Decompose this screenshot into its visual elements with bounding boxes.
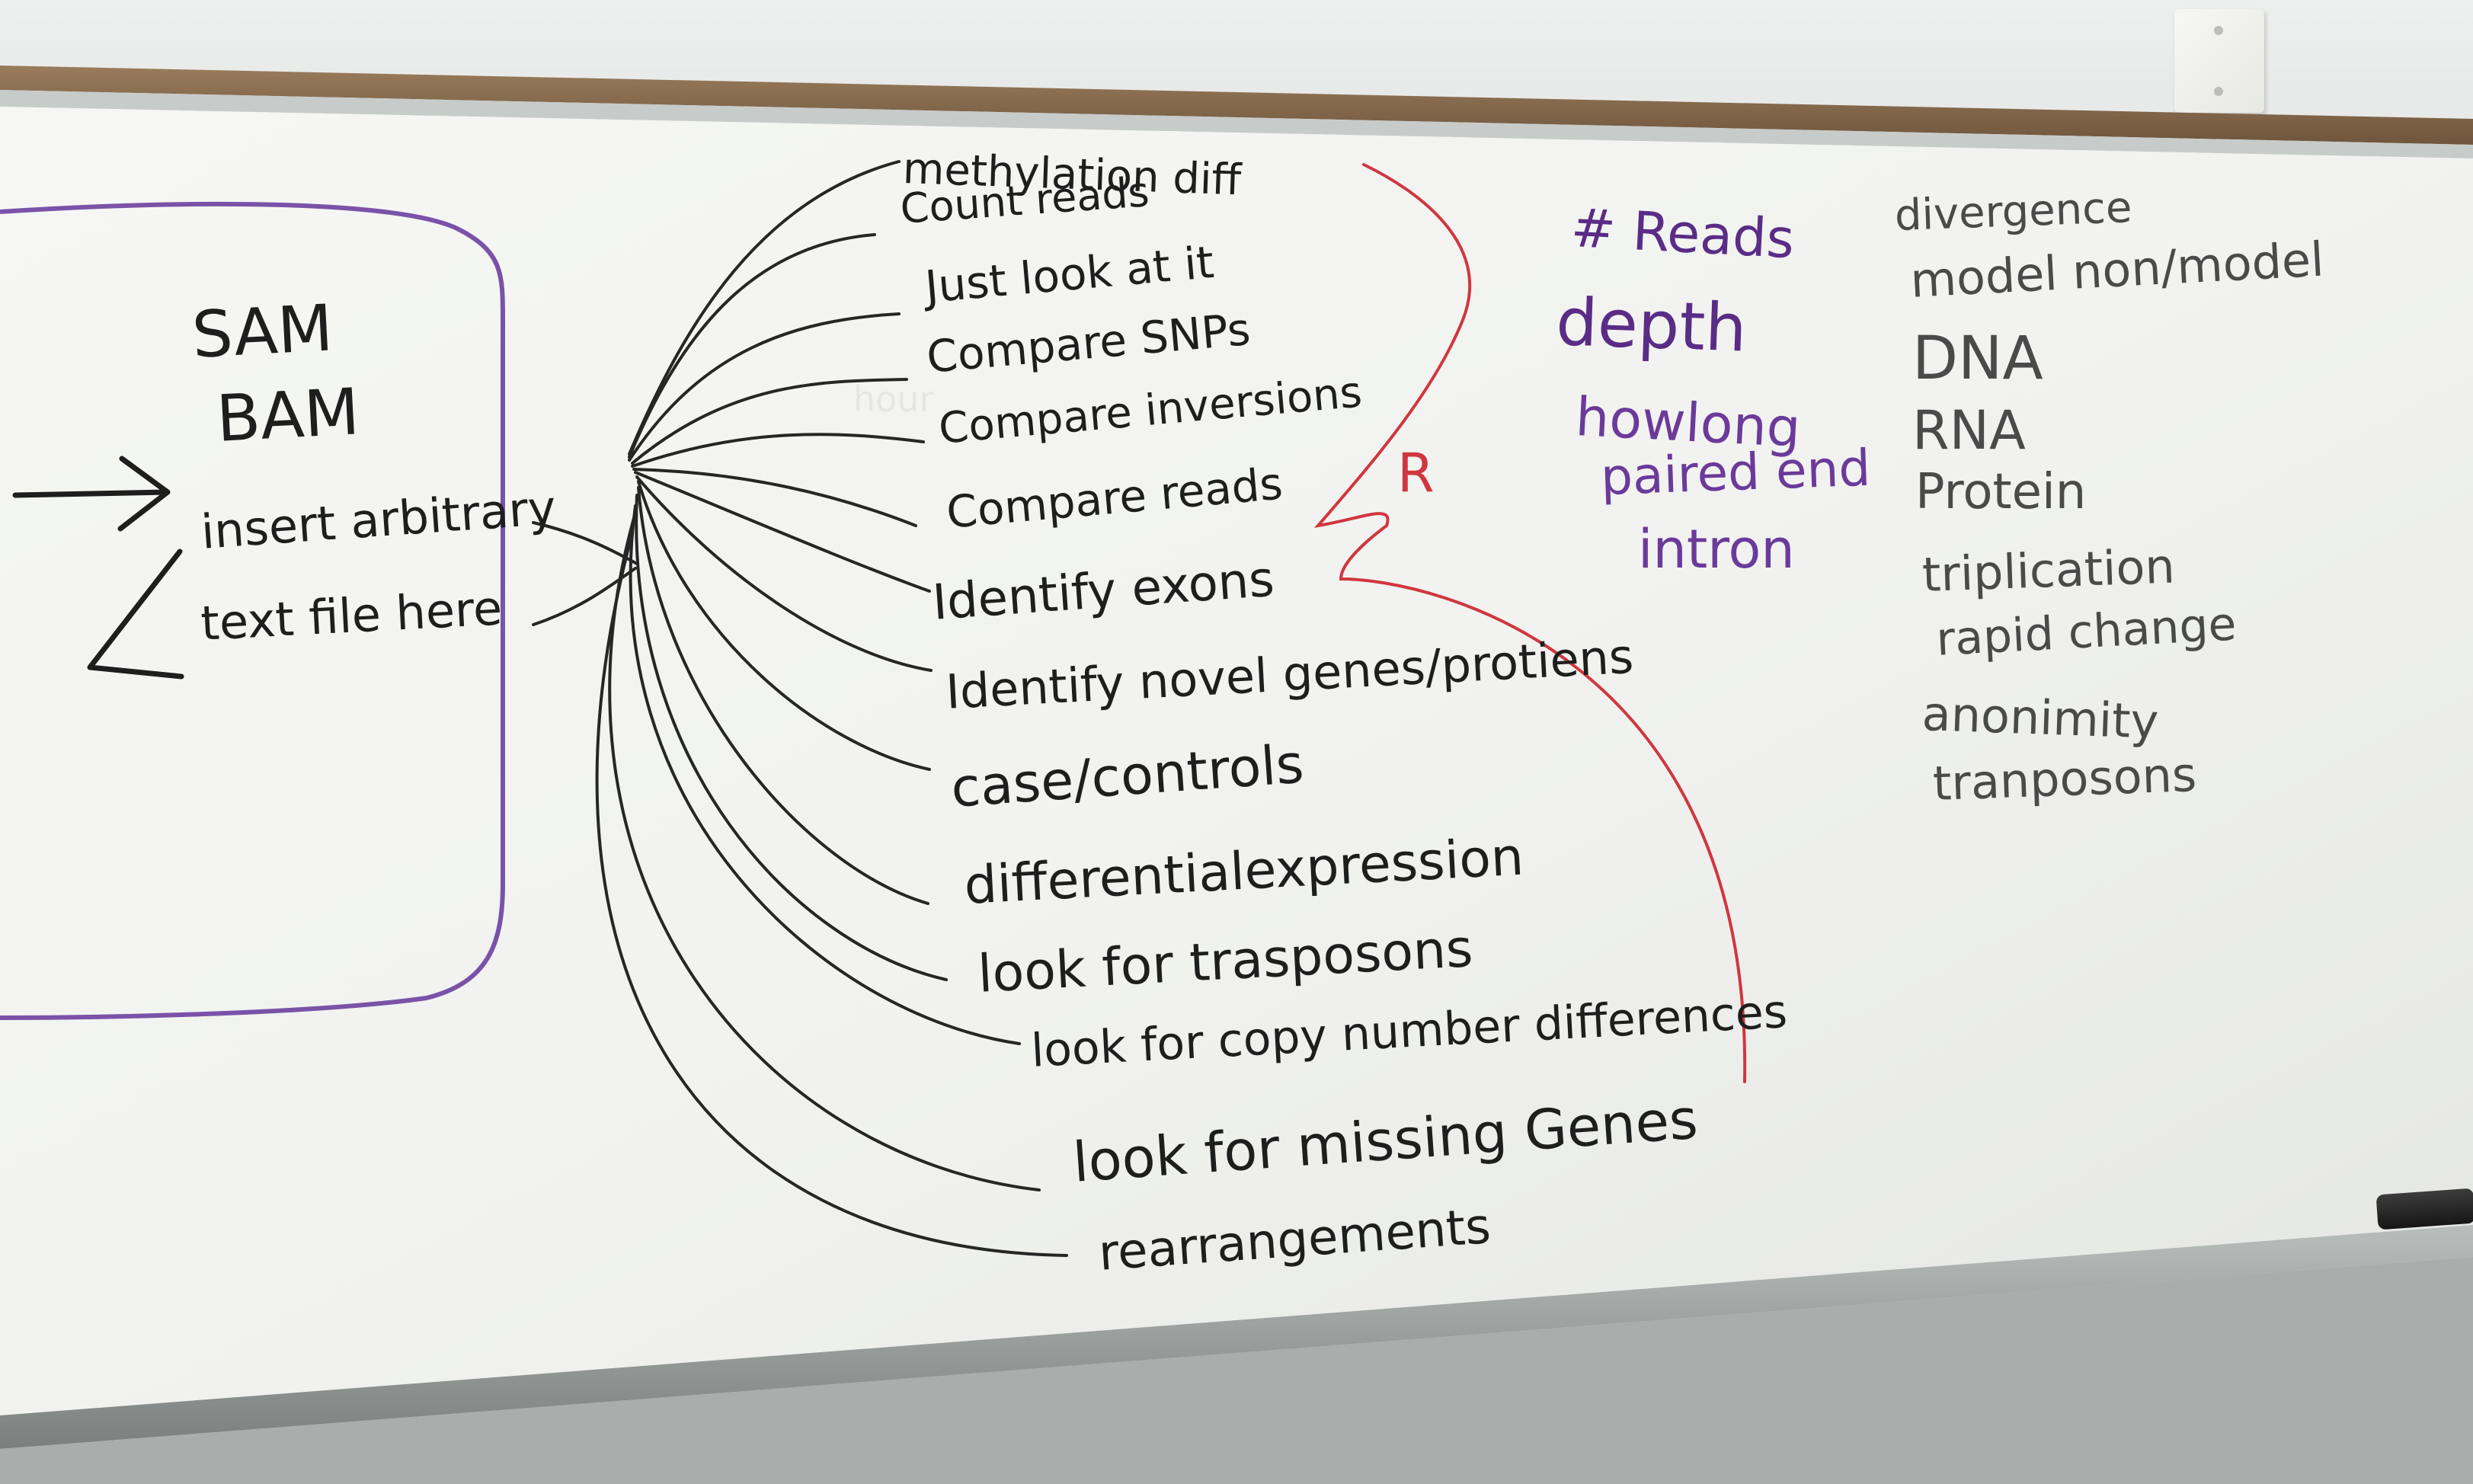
- right-list-item: tranposons: [1931, 746, 2198, 811]
- ghost-writing: hour: [853, 379, 933, 420]
- fan-lines: [532, 160, 1068, 1257]
- arrow-icon: [12, 456, 171, 532]
- red-bracket: [1313, 163, 1747, 1083]
- purple-list-item: # Reads: [1569, 197, 1796, 271]
- right-list-item: Protein: [1915, 464, 2087, 520]
- purple-list-item: paired end: [1599, 438, 1872, 507]
- angle-bracket: [87, 549, 184, 680]
- right-list-item: RNA: [1912, 399, 2026, 462]
- right-list-item: divergence: [1893, 183, 2133, 241]
- top-trim: [0, 90, 2473, 158]
- tray-shadow: [0, 1257, 2473, 1484]
- right-list-item: anonimity: [1921, 686, 2160, 750]
- right-list-item: triplication: [1921, 538, 2176, 603]
- screw-icon: [2214, 26, 2223, 35]
- marker-tray: [0, 1225, 2473, 1449]
- board-surface: [0, 107, 2473, 1415]
- left-box-sam: SAM: [190, 290, 335, 373]
- left-box-bam: BAM: [214, 374, 362, 456]
- purple-box: [0, 201, 505, 1020]
- wood-rail: [0, 66, 2473, 145]
- purple-list-item: depth: [1554, 284, 1748, 367]
- screw-icon: [2214, 87, 2223, 96]
- right-list-item: DNA: [1912, 325, 2043, 393]
- light-switch-plate: [2174, 9, 2264, 113]
- purple-list-item: intron: [1638, 518, 1795, 580]
- red-r-mark: R: [1397, 442, 1435, 504]
- eraser[interactable]: [2375, 1188, 2473, 1230]
